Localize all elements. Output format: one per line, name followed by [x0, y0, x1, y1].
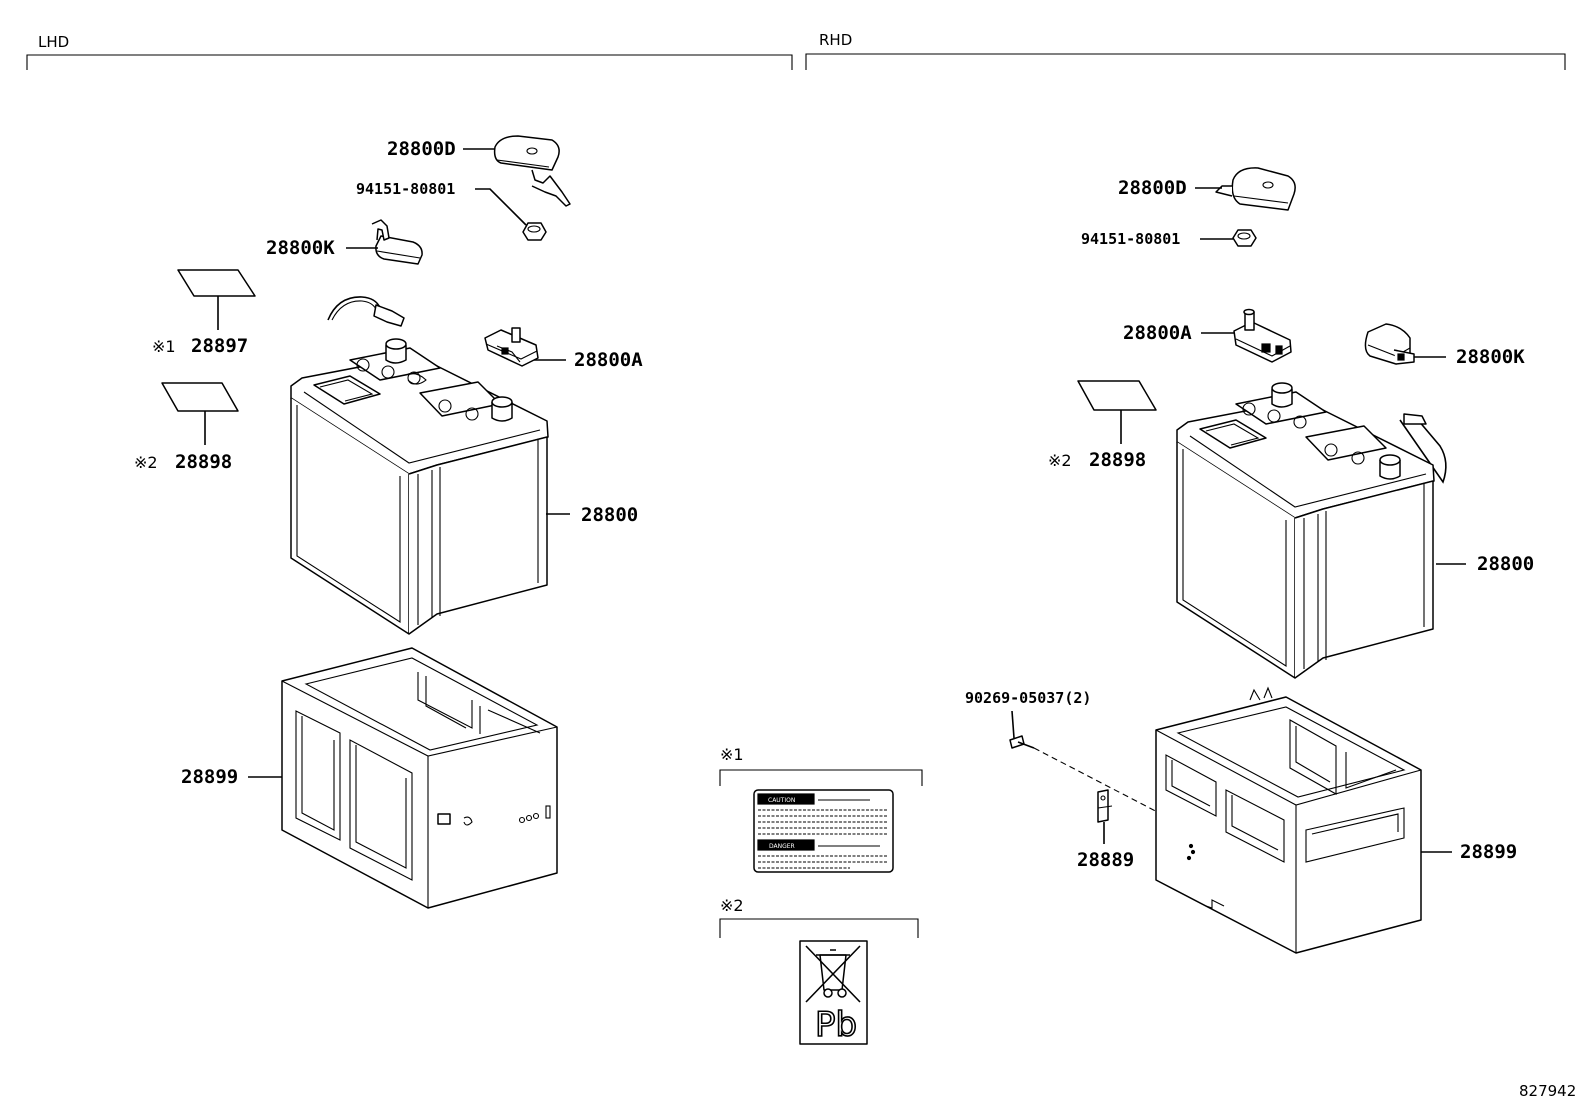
rhd-label-label-2: 28898	[1089, 449, 1146, 471]
lhd-tray-part	[281, 647, 558, 909]
detail-1-mark: ※1	[720, 745, 744, 764]
rhd-label-nut: 94151-80801	[1081, 230, 1180, 248]
rhd-label-bolt: 90269-05037(2)	[965, 689, 1091, 707]
lhd-label-battery: 28800	[581, 504, 638, 526]
rhd-label-terminal-a: 28800A	[1123, 322, 1192, 344]
caution-label-detail: CAUTION DANGER	[753, 789, 894, 873]
rhd-terminal-cover-part	[1215, 167, 1296, 211]
lhd-label-nut: 94151-80801	[356, 180, 455, 198]
lhd-battery-part	[290, 338, 549, 635]
detail-2-mark: ※2	[720, 896, 744, 915]
rhd-cable	[1399, 419, 1447, 484]
rhd-bracket-part	[1097, 789, 1113, 823]
lhd-mark-1: ※1	[152, 337, 176, 356]
rhd-clamp-k-part	[1364, 323, 1415, 365]
lhd-terminal-a-part	[484, 327, 539, 367]
rhd-terminal-a-part	[1233, 308, 1292, 363]
rhd-label-clamp-k: 28800K	[1456, 346, 1525, 368]
lhd-label-label-1: 28897	[191, 335, 248, 357]
lhd-label-label-2: 28898	[175, 451, 232, 473]
pb-symbol: Pb	[815, 1005, 857, 1045]
lhd-nut-part	[522, 222, 547, 241]
section-bracket-lhd	[26, 54, 793, 70]
rhd-bolt-part	[1009, 735, 1035, 749]
section-bracket-rhd	[805, 53, 1566, 70]
rhd-label-terminal-cover: 28800D	[1118, 177, 1187, 199]
caution-heading: CAUTION	[768, 797, 795, 804]
lhd-label-clamp-k: 28800K	[266, 237, 335, 259]
lhd-terminal-cover-part	[493, 135, 571, 207]
lhd-label-terminal-cover: 28800D	[387, 138, 456, 160]
lhd-label-terminal-a: 28800A	[574, 349, 643, 371]
lhd-cable	[327, 296, 381, 321]
rhd-battery-part	[1176, 382, 1435, 679]
rhd-nut-part	[1232, 229, 1257, 247]
rhd-mark-2: ※2	[1048, 451, 1072, 470]
lhd-label-sheet-2	[161, 382, 239, 412]
lhd-clamp-k-part	[371, 219, 423, 265]
lhd-mark-2: ※2	[134, 453, 158, 472]
lhd-label-sheet-1	[177, 269, 256, 297]
recycle-label-detail: Pb	[799, 940, 868, 1046]
rhd-label-tray: 28899	[1460, 841, 1517, 863]
danger-heading: DANGER	[769, 843, 795, 850]
rhd-label-battery: 28800	[1477, 553, 1534, 575]
figure-number: 827942	[1519, 1082, 1576, 1099]
rhd-label-sheet-2	[1077, 380, 1157, 411]
section-label-rhd: RHD	[819, 31, 852, 49]
section-label-lhd: LHD	[38, 33, 69, 51]
rhd-tray-part	[1155, 686, 1422, 954]
lhd-label-tray: 28899	[181, 766, 238, 788]
rhd-label-bracket: 28889	[1077, 849, 1134, 871]
